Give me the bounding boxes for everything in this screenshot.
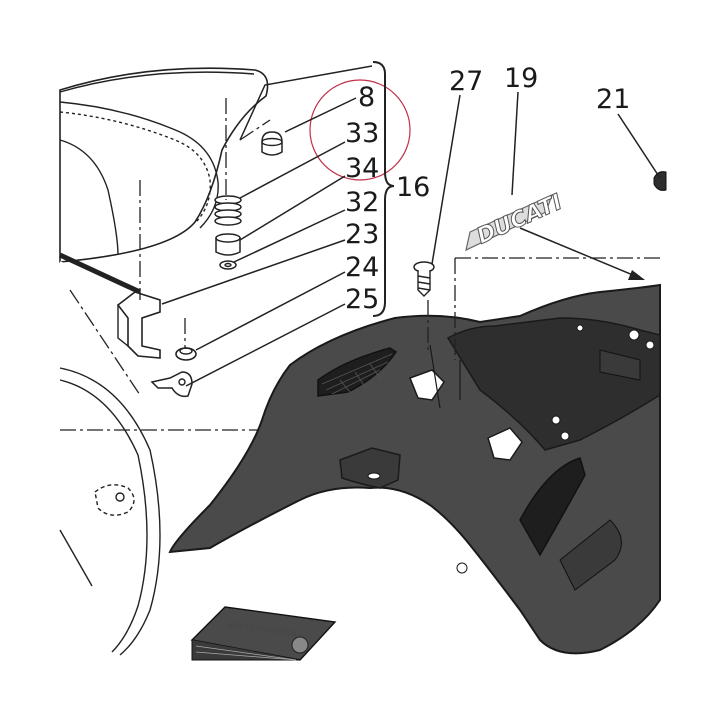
- group-brace: [372, 61, 395, 317]
- part-25-latch-pin: [150, 371, 193, 398]
- part-34-spacer: [215, 233, 241, 256]
- bracket-part-23: [116, 291, 161, 359]
- label-23: 23: [345, 219, 379, 250]
- label-19: 19: [504, 63, 538, 94]
- part-33-spring: [214, 195, 242, 226]
- label-16: 16: [396, 172, 430, 203]
- label-25: 25: [345, 284, 379, 315]
- decal-text: DUCATI: [473, 190, 566, 250]
- part-32-washer: [219, 260, 237, 270]
- part-21-fastener: [653, 171, 667, 191]
- highlight-circle: [309, 79, 411, 181]
- label-32: 32: [345, 187, 379, 218]
- part-27-screw: [413, 261, 435, 297]
- seat-rail: [58, 252, 142, 301]
- rear-fender: [59, 367, 161, 656]
- label-33: 33: [345, 118, 379, 149]
- label-24: 24: [345, 252, 379, 283]
- leader-lines: [161, 65, 661, 387]
- tail-body-panel: [168, 283, 661, 655]
- owners-manual-book: STREETFIGHTER: [190, 606, 337, 661]
- passenger-seat: [59, 67, 269, 263]
- part-8-rubber-bushing: [261, 131, 283, 156]
- label-8: 8: [358, 82, 375, 113]
- part-24-grommet: [175, 347, 197, 361]
- label-34: 34: [345, 153, 379, 184]
- label-21: 21: [596, 84, 630, 115]
- label-27: 27: [449, 66, 483, 97]
